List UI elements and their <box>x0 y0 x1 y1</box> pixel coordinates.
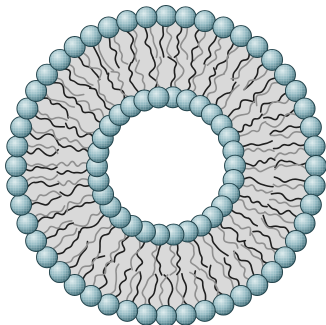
outer-head-group <box>11 117 32 138</box>
outer-head-group <box>117 300 138 321</box>
outer-head-group <box>136 7 157 28</box>
outer-head-group <box>304 175 325 196</box>
outer-head-group <box>6 156 27 177</box>
outer-head-group <box>175 304 196 325</box>
outer-head-group <box>213 294 234 315</box>
outer-head-group <box>306 156 326 177</box>
outer-head-group <box>156 306 177 325</box>
outer-head-group <box>136 304 157 325</box>
outer-head-group <box>300 117 321 138</box>
inner-head-group <box>148 87 169 108</box>
outer-head-group <box>294 98 315 119</box>
outer-head-group <box>17 213 38 234</box>
outer-head-group <box>98 17 119 38</box>
outer-head-group <box>194 300 215 321</box>
outer-head-group <box>117 11 138 32</box>
outer-head-group <box>7 175 28 196</box>
outer-head-group <box>300 194 321 215</box>
outer-head-group <box>156 6 177 27</box>
outer-head-group <box>194 11 215 32</box>
outer-head-group <box>304 136 325 157</box>
outer-head-group <box>11 194 32 215</box>
outer-head-group <box>7 136 28 157</box>
outer-head-group <box>175 7 196 28</box>
